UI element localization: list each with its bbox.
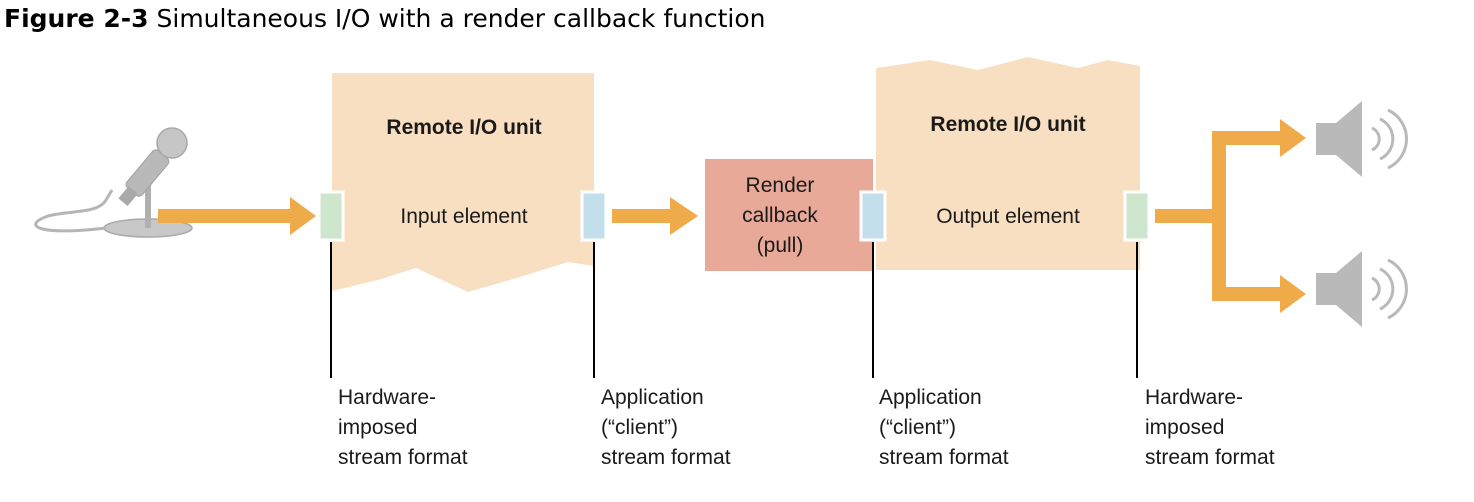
input-remote-io-unit: Remote I/O unit Input element: [332, 73, 594, 292]
output-unit-title: Remote I/O unit: [930, 113, 1085, 136]
format-label-hardware-input: Hardware- imposed stream format: [338, 386, 468, 469]
arrow-input-to-callback: [612, 197, 698, 235]
speaker-icon: [1316, 251, 1408, 327]
format-label-line: stream format: [1145, 446, 1275, 469]
hardware-input-port: [317, 190, 345, 242]
format-label-line: (“client”): [601, 416, 678, 439]
format-label-line: imposed: [338, 416, 417, 439]
arrow-mic-to-input: [158, 197, 316, 235]
format-label-client-output: Application (“client”) stream format: [601, 386, 731, 469]
format-label-hardware-output: Hardware- imposed stream format: [1145, 386, 1275, 469]
format-label-line: stream format: [601, 446, 731, 469]
render-callback-line-2: callback: [742, 204, 818, 227]
input-element-label: Input element: [400, 205, 527, 228]
format-label-line: imposed: [1145, 416, 1224, 439]
input-unit-title: Remote I/O unit: [386, 116, 541, 139]
render-callback-line-1: Render: [746, 174, 815, 197]
hardware-output-port: [1123, 190, 1151, 242]
figure-number: Figure 2-3: [4, 4, 149, 33]
arrow-output-to-speakers: [1155, 119, 1306, 313]
speaker-icon: [1316, 101, 1408, 177]
format-label-line: Hardware-: [1145, 386, 1243, 409]
output-element-label: Output element: [936, 205, 1080, 228]
render-callback-box: Render callback (pull): [705, 159, 873, 271]
format-label-line: stream format: [338, 446, 468, 469]
client-output-port: [580, 190, 608, 242]
output-remote-io-unit: Remote I/O unit Output element: [876, 57, 1140, 270]
format-label-line: stream format: [879, 446, 1009, 469]
render-callback-line-3: (pull): [757, 234, 804, 257]
client-input-port: [859, 190, 887, 242]
format-label-line: Hardware-: [338, 386, 436, 409]
format-label-line: Application: [601, 386, 704, 409]
microphone-icon: [34, 127, 193, 238]
figure-title: Simultaneous I/O with a render callback …: [156, 4, 766, 33]
format-label-client-input: Application (“client”) stream format: [879, 386, 1009, 469]
format-label-line: (“client”): [879, 416, 956, 439]
format-label-line: Application: [879, 386, 982, 409]
